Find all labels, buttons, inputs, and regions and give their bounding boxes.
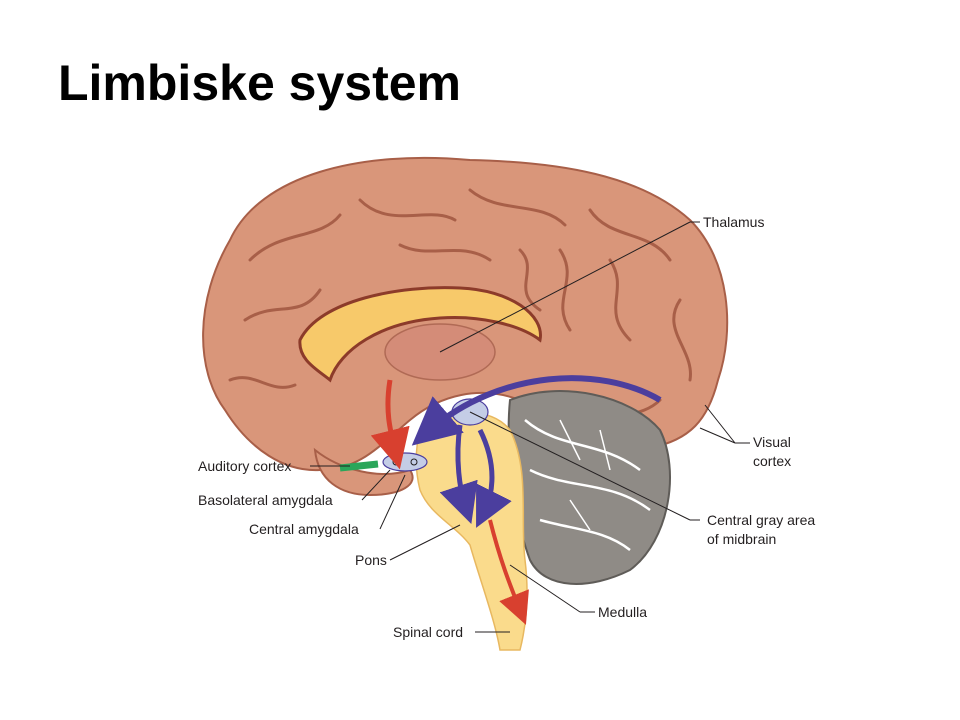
amygdala: [382, 452, 428, 472]
corpus-callosum: [298, 286, 542, 383]
brainstem: [415, 412, 528, 651]
label-central-gray-line1: Central gray area: [707, 512, 815, 528]
label-central-amygdala: Central amygdala: [249, 521, 359, 537]
label-thalamus: Thalamus: [703, 214, 764, 230]
label-visual-cortex-line1: Visual: [753, 434, 791, 450]
label-medulla: Medulla: [598, 604, 647, 620]
label-visual-cortex-line2: cortex: [753, 453, 791, 469]
slide-title: Limbiske system: [58, 55, 461, 111]
label-auditory-cortex: Auditory cortex: [198, 458, 291, 474]
cerebellum: [507, 390, 671, 585]
label-spinal-cord: Spinal cord: [393, 624, 463, 640]
label-central-gray-line2: of midbrain: [707, 531, 776, 547]
label-pons: Pons: [355, 552, 387, 568]
leader-lines: [310, 221, 750, 633]
label-basolateral-amygdala: Basolateral amygdala: [198, 492, 333, 508]
pathway-arrows: [339, 375, 662, 625]
